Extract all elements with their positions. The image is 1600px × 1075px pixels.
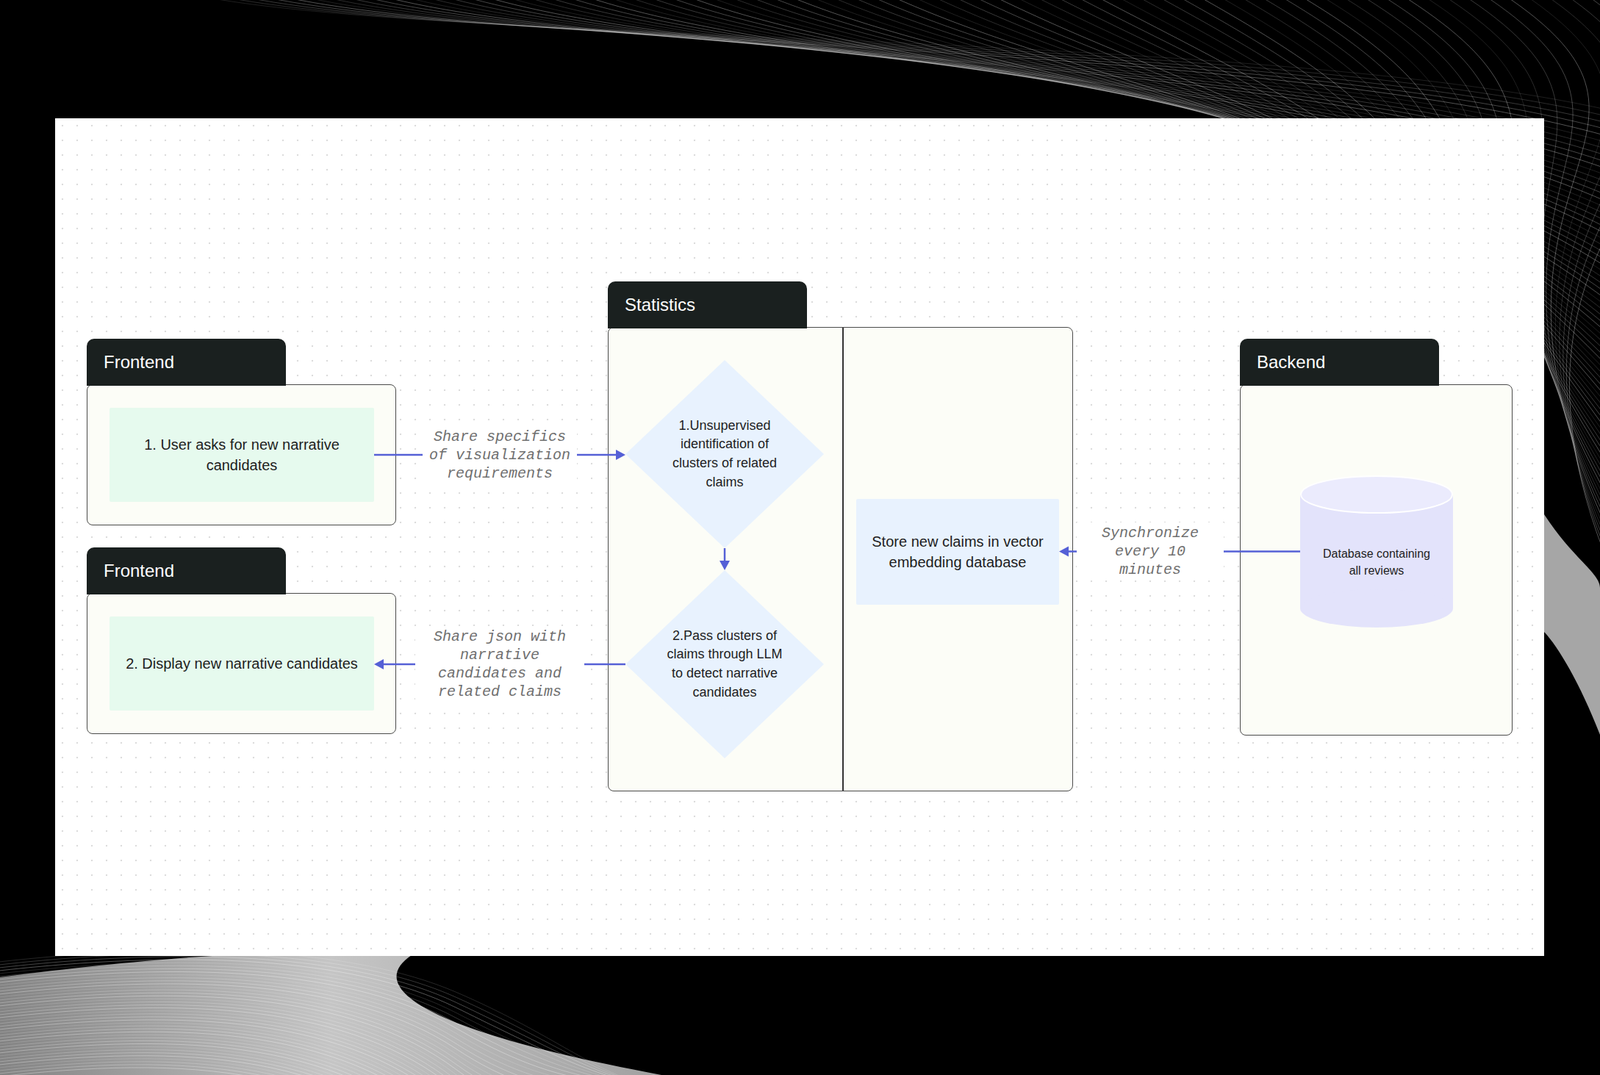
decision-diamond: 1.Unsupervised identification of cluster… [625,360,824,549]
swirl-line [1569,0,1600,567]
diamond-outline [625,360,824,549]
database-label: Database containing all reviews [1321,546,1432,580]
process-text: Store new claims in vector embedding dat… [870,531,1045,574]
edge-label: Share json with narrative candidates and… [415,626,585,703]
cylinder-bottom [1300,589,1454,628]
process-box: 2. Display new narrative candidates [109,616,375,711]
lane-divider [842,327,844,791]
diamond-shape [625,570,824,759]
group-heading: Statistics [624,294,696,316]
arrowhead [719,560,730,571]
process-text: 2. Display new narrative candidates [125,653,358,674]
swirl-line [1562,0,1600,554]
group-tab: Backend [1239,338,1440,386]
swirl-line [0,1053,662,1075]
swirl-line [0,978,662,1075]
decision-text: 2.Pass clusters of claims through LLM to… [661,626,788,702]
group-panel: BackendDatabase containing all reviews [1239,338,1513,736]
swirl-line [0,1008,662,1075]
group-panel: Statistics 1.Unsupervised identification … [607,281,1074,792]
connector [723,548,727,562]
process-box: 1. User asks for new narrative candidate… [109,407,375,502]
diamond-outline [625,570,824,759]
arrowhead [374,659,384,670]
swirl-line [1541,0,1600,547]
edge-label: Share specifics of visualization require… [422,426,577,485]
swirl-line [0,962,662,1075]
group-panel: Frontend 1. User asks for new narrative c… [86,338,397,526]
diamond-shape [625,360,824,549]
swirl-line [0,1040,662,1075]
arrowhead [615,449,626,461]
swirl-line [0,1034,662,1075]
group-heading: Backend [1256,352,1326,373]
group-tab: Statistics [607,281,807,329]
group-heading: Frontend [103,560,175,582]
process-text: 1. User asks for new narrative candidate… [124,434,360,477]
database-cylinder: Database containing all reviews [1300,475,1454,628]
swirl-line [0,968,662,1075]
swirl-line [1566,0,1600,561]
swirl-line [0,995,662,1075]
swirl-line [0,956,662,1075]
swirl-line [0,1064,662,1075]
process-box: Store new claims in vector embedding dat… [856,499,1060,605]
right-swoosh [1544,514,1600,735]
edge-label: Synchronize every 10 minutes [1076,522,1224,581]
decision-text: 1.Unsupervised identification of cluster… [661,416,788,492]
group-tab: Frontend [86,547,286,595]
group-heading: Frontend [103,352,175,373]
cylinder-top [1300,476,1453,513]
group-tab: Frontend [86,338,286,386]
arrowhead [1059,546,1069,558]
swirl-line [0,1067,662,1075]
decision-diamond: 2.Pass clusters of claims through LLM to… [625,570,824,759]
swirl-line [0,987,662,1075]
swirl-line [0,1059,662,1075]
group-panel: Frontend 2. Display new narrative candida… [86,547,397,735]
